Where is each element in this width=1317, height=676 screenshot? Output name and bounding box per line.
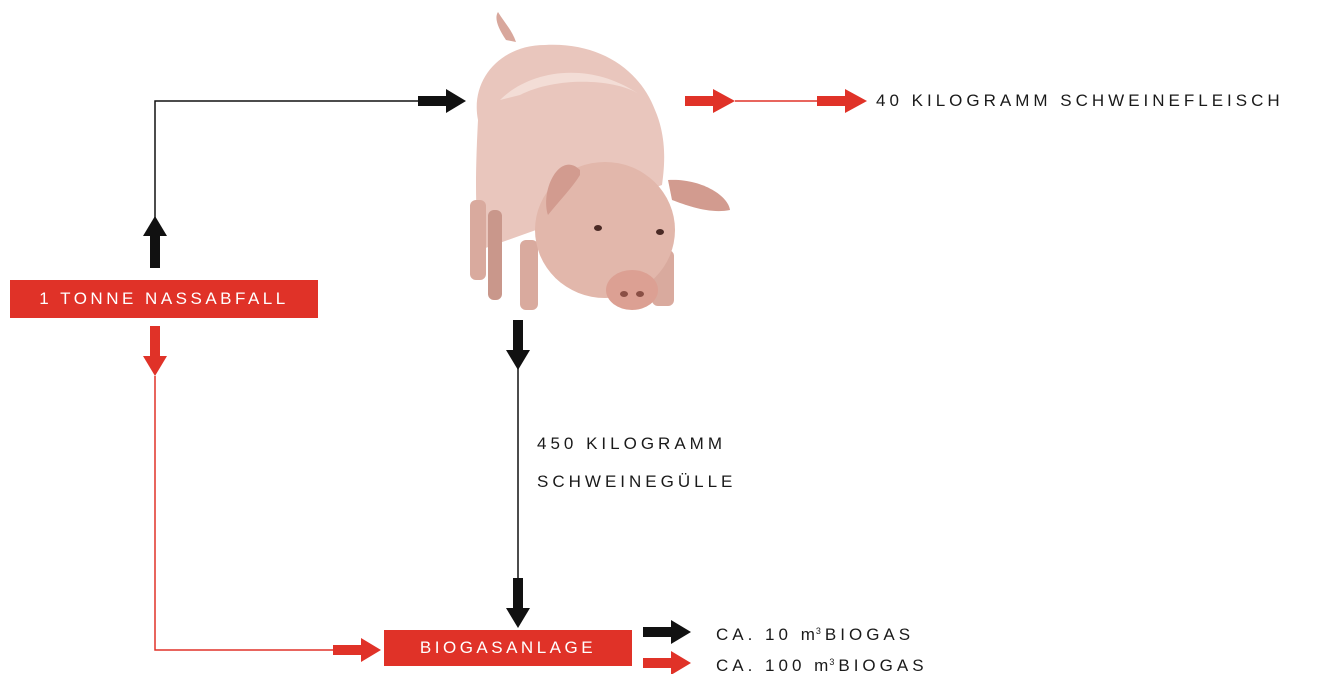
biogas-large-prefix: CA. 100 bbox=[716, 656, 805, 675]
arrow-right-black-biogas bbox=[643, 620, 691, 644]
slurry-output-label-2: SCHWEINEGÜLLE bbox=[537, 472, 736, 492]
input-label: 1 TONNE NASSABFALL bbox=[39, 289, 288, 309]
biogas-large-label: CA. 100 m3 BIOGAS bbox=[716, 656, 928, 676]
arrow-down-black-from-pig bbox=[506, 320, 530, 370]
biogas-small-suffix: BIOGAS bbox=[825, 625, 914, 644]
waste-to-plant-line bbox=[155, 376, 335, 650]
slurry-output-label-1: 450 KILOGRAMM bbox=[537, 434, 726, 454]
meat-output-label: 40 KILOGRAMM SCHWEINEFLEISCH bbox=[876, 91, 1284, 111]
arrow-right-red-biogas bbox=[643, 651, 691, 674]
arrow-right-black-to-pig bbox=[418, 89, 466, 113]
arrow-down-black-to-plant bbox=[506, 578, 530, 628]
biogas-small-prefix: CA. 10 bbox=[716, 625, 792, 644]
feed-line bbox=[155, 101, 420, 218]
biogas-large-unit: m bbox=[814, 656, 828, 675]
arrow-right-red-meat-1 bbox=[685, 89, 735, 113]
biogas-large-sup: 3 bbox=[829, 657, 834, 667]
biogas-plant-box: BIOGASANLAGE bbox=[384, 630, 632, 666]
plant-label: BIOGASANLAGE bbox=[420, 638, 596, 658]
biogas-large-suffix: BIOGAS bbox=[838, 656, 927, 675]
pig-icon bbox=[470, 12, 730, 310]
arrow-down-red bbox=[143, 326, 167, 376]
arrow-right-red-to-plant bbox=[333, 638, 381, 662]
biogas-small-sup: 3 bbox=[816, 626, 821, 636]
biogas-small-unit: m bbox=[801, 625, 815, 644]
arrow-right-red-meat-2 bbox=[817, 89, 867, 113]
input-box: 1 TONNE NASSABFALL bbox=[10, 280, 318, 318]
biogas-small-label: CA. 10 m3 BIOGAS bbox=[716, 625, 914, 645]
arrow-up-black bbox=[143, 216, 167, 268]
